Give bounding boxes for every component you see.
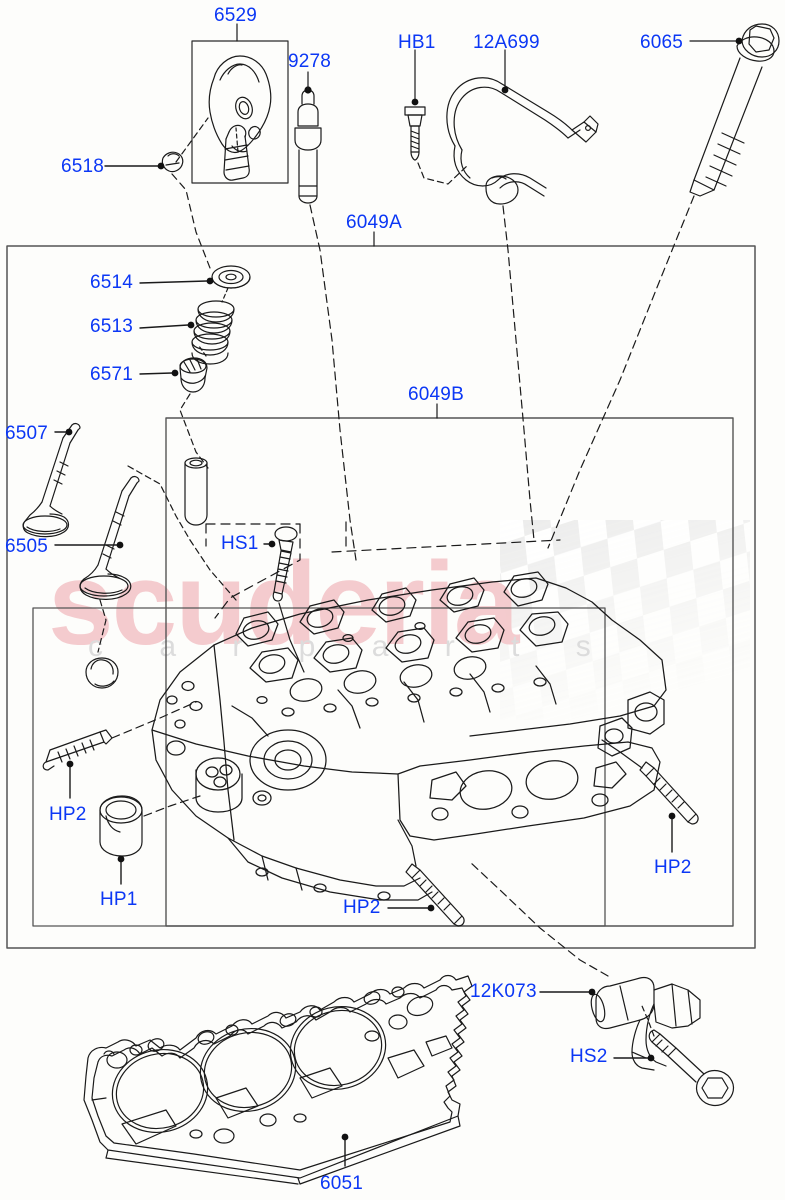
assembly-line-6065 [547, 195, 695, 549]
callout-hp2-right[interactable]: HP2 [654, 857, 692, 878]
assembly-line-9278 [309, 204, 357, 561]
assembly-line-hp2-bottom [397, 819, 417, 867]
callout-hp2-bottom[interactable]: HP2 [343, 897, 381, 918]
part-valve-guide [184, 457, 208, 526]
dot-6518 [157, 162, 165, 170]
part-harness-12a699 [446, 77, 599, 205]
pointer-6514 [139, 280, 208, 284]
callout-hb1[interactable]: HB1 [398, 32, 436, 53]
callout-6571[interactable]: 6571 [90, 364, 134, 385]
callout-6513[interactable]: 6513 [90, 316, 134, 337]
callout-6514[interactable]: 6514 [90, 272, 134, 293]
assembly-line-6571-down [179, 393, 209, 469]
callout-6507[interactable]: 6507 [5, 423, 49, 444]
assembly-line-6505-seal [97, 599, 107, 653]
callout-6065[interactable]: 6065 [640, 32, 684, 53]
part-rocker-arm-6529 [208, 55, 272, 154]
assembly-line-hs2 [641, 1005, 655, 1037]
dot-6514 [206, 277, 214, 285]
pointer-6513 [139, 324, 189, 329]
part-lash-adjuster [223, 124, 250, 181]
part-retainer-6514 [211, 265, 251, 289]
dot-6513 [187, 321, 195, 329]
callout-12a699[interactable]: 12A699 [473, 32, 540, 53]
callout-12k073[interactable]: 12K073 [470, 981, 537, 1002]
dot-hb1 [411, 98, 419, 106]
callout-6518[interactable]: 6518 [61, 156, 105, 177]
part-collet-6518 [161, 151, 184, 173]
assembly-line-6514-6513 [221, 287, 229, 303]
part-cylinder-head-6049 [151, 571, 667, 901]
dot-hp2-left [66, 760, 74, 768]
callout-hp2-left[interactable]: HP2 [49, 804, 87, 825]
group-box-6049a [6, 245, 756, 949]
assembly-line-rocker-to-adjuster [235, 127, 239, 153]
dot-6507 [65, 428, 73, 436]
dot-6065 [735, 37, 743, 45]
part-stud-hp2-bottom [405, 863, 465, 927]
assembly-line-hs1 [278, 602, 305, 673]
part-stud-hp2-left [42, 729, 113, 771]
part-bolt-hs1 [272, 526, 298, 602]
assembly-line-hb1 [417, 162, 469, 185]
dot-6571 [171, 369, 179, 377]
dot-12a699 [501, 86, 509, 94]
callout-hs1[interactable]: HS1 [221, 533, 259, 554]
part-seal-ring [85, 657, 119, 689]
part-valve-6505 [79, 475, 140, 600]
callout-6049b[interactable]: 6049B [408, 384, 464, 405]
assembly-line-guide-a [127, 465, 191, 541]
part-stud-hp2-right [639, 761, 699, 825]
group-box-head [32, 607, 606, 927]
assembly-line-hp1 [143, 795, 201, 817]
part-valve-6507 [22, 422, 81, 538]
part-cam-sensor-12k073 [590, 976, 701, 1071]
assembly-line-12k073 [469, 861, 609, 977]
callout-9278[interactable]: 9278 [288, 51, 332, 72]
dot-hp2-bottom [427, 904, 435, 912]
dot-hs1 [268, 540, 276, 548]
assembly-line-6518-to-rocker [175, 117, 209, 163]
dot-6051 [341, 1133, 349, 1141]
guide-dash-1 [214, 523, 301, 619]
part-bush-hp1 [99, 795, 143, 857]
dot-hs2 [647, 1054, 655, 1062]
pointer-6571 [139, 372, 173, 375]
assembly-line-6518-down [171, 173, 211, 269]
part-head-gasket-6051 [83, 974, 473, 1185]
callout-hs2[interactable]: HS2 [570, 1046, 608, 1067]
checkered-flag-icon [495, 518, 765, 733]
part-stem-seal-6571 [179, 357, 208, 393]
part-valve-spring-6513 [191, 300, 235, 365]
callout-hp1[interactable]: HP1 [100, 889, 138, 910]
assembly-line-6513-6571 [198, 345, 207, 357]
dot-12k073 [588, 988, 596, 996]
part-bolt-hb1 [404, 106, 426, 161]
part-sensor-9278 [294, 86, 322, 204]
callout-6505[interactable]: 6505 [5, 536, 49, 557]
part-head-bolt-6065 [689, 23, 780, 197]
assembly-line-12a699 [502, 205, 535, 541]
callout-6529[interactable]: 6529 [214, 5, 258, 26]
assembly-line-guide-b [189, 539, 237, 601]
part-bolt-hs2 [648, 1029, 735, 1107]
guide-dash-5 [331, 539, 561, 553]
assembly-line-hp2-left [111, 701, 197, 739]
group-box-6529 [191, 40, 289, 184]
assembly-line-hp2-right [601, 739, 643, 769]
callout-6049a[interactable]: 6049A [346, 212, 402, 233]
dot-hp1 [117, 855, 125, 863]
dot-6505 [116, 541, 124, 549]
callout-6051[interactable]: 6051 [320, 1173, 364, 1194]
dot-hp2-right [668, 812, 676, 820]
